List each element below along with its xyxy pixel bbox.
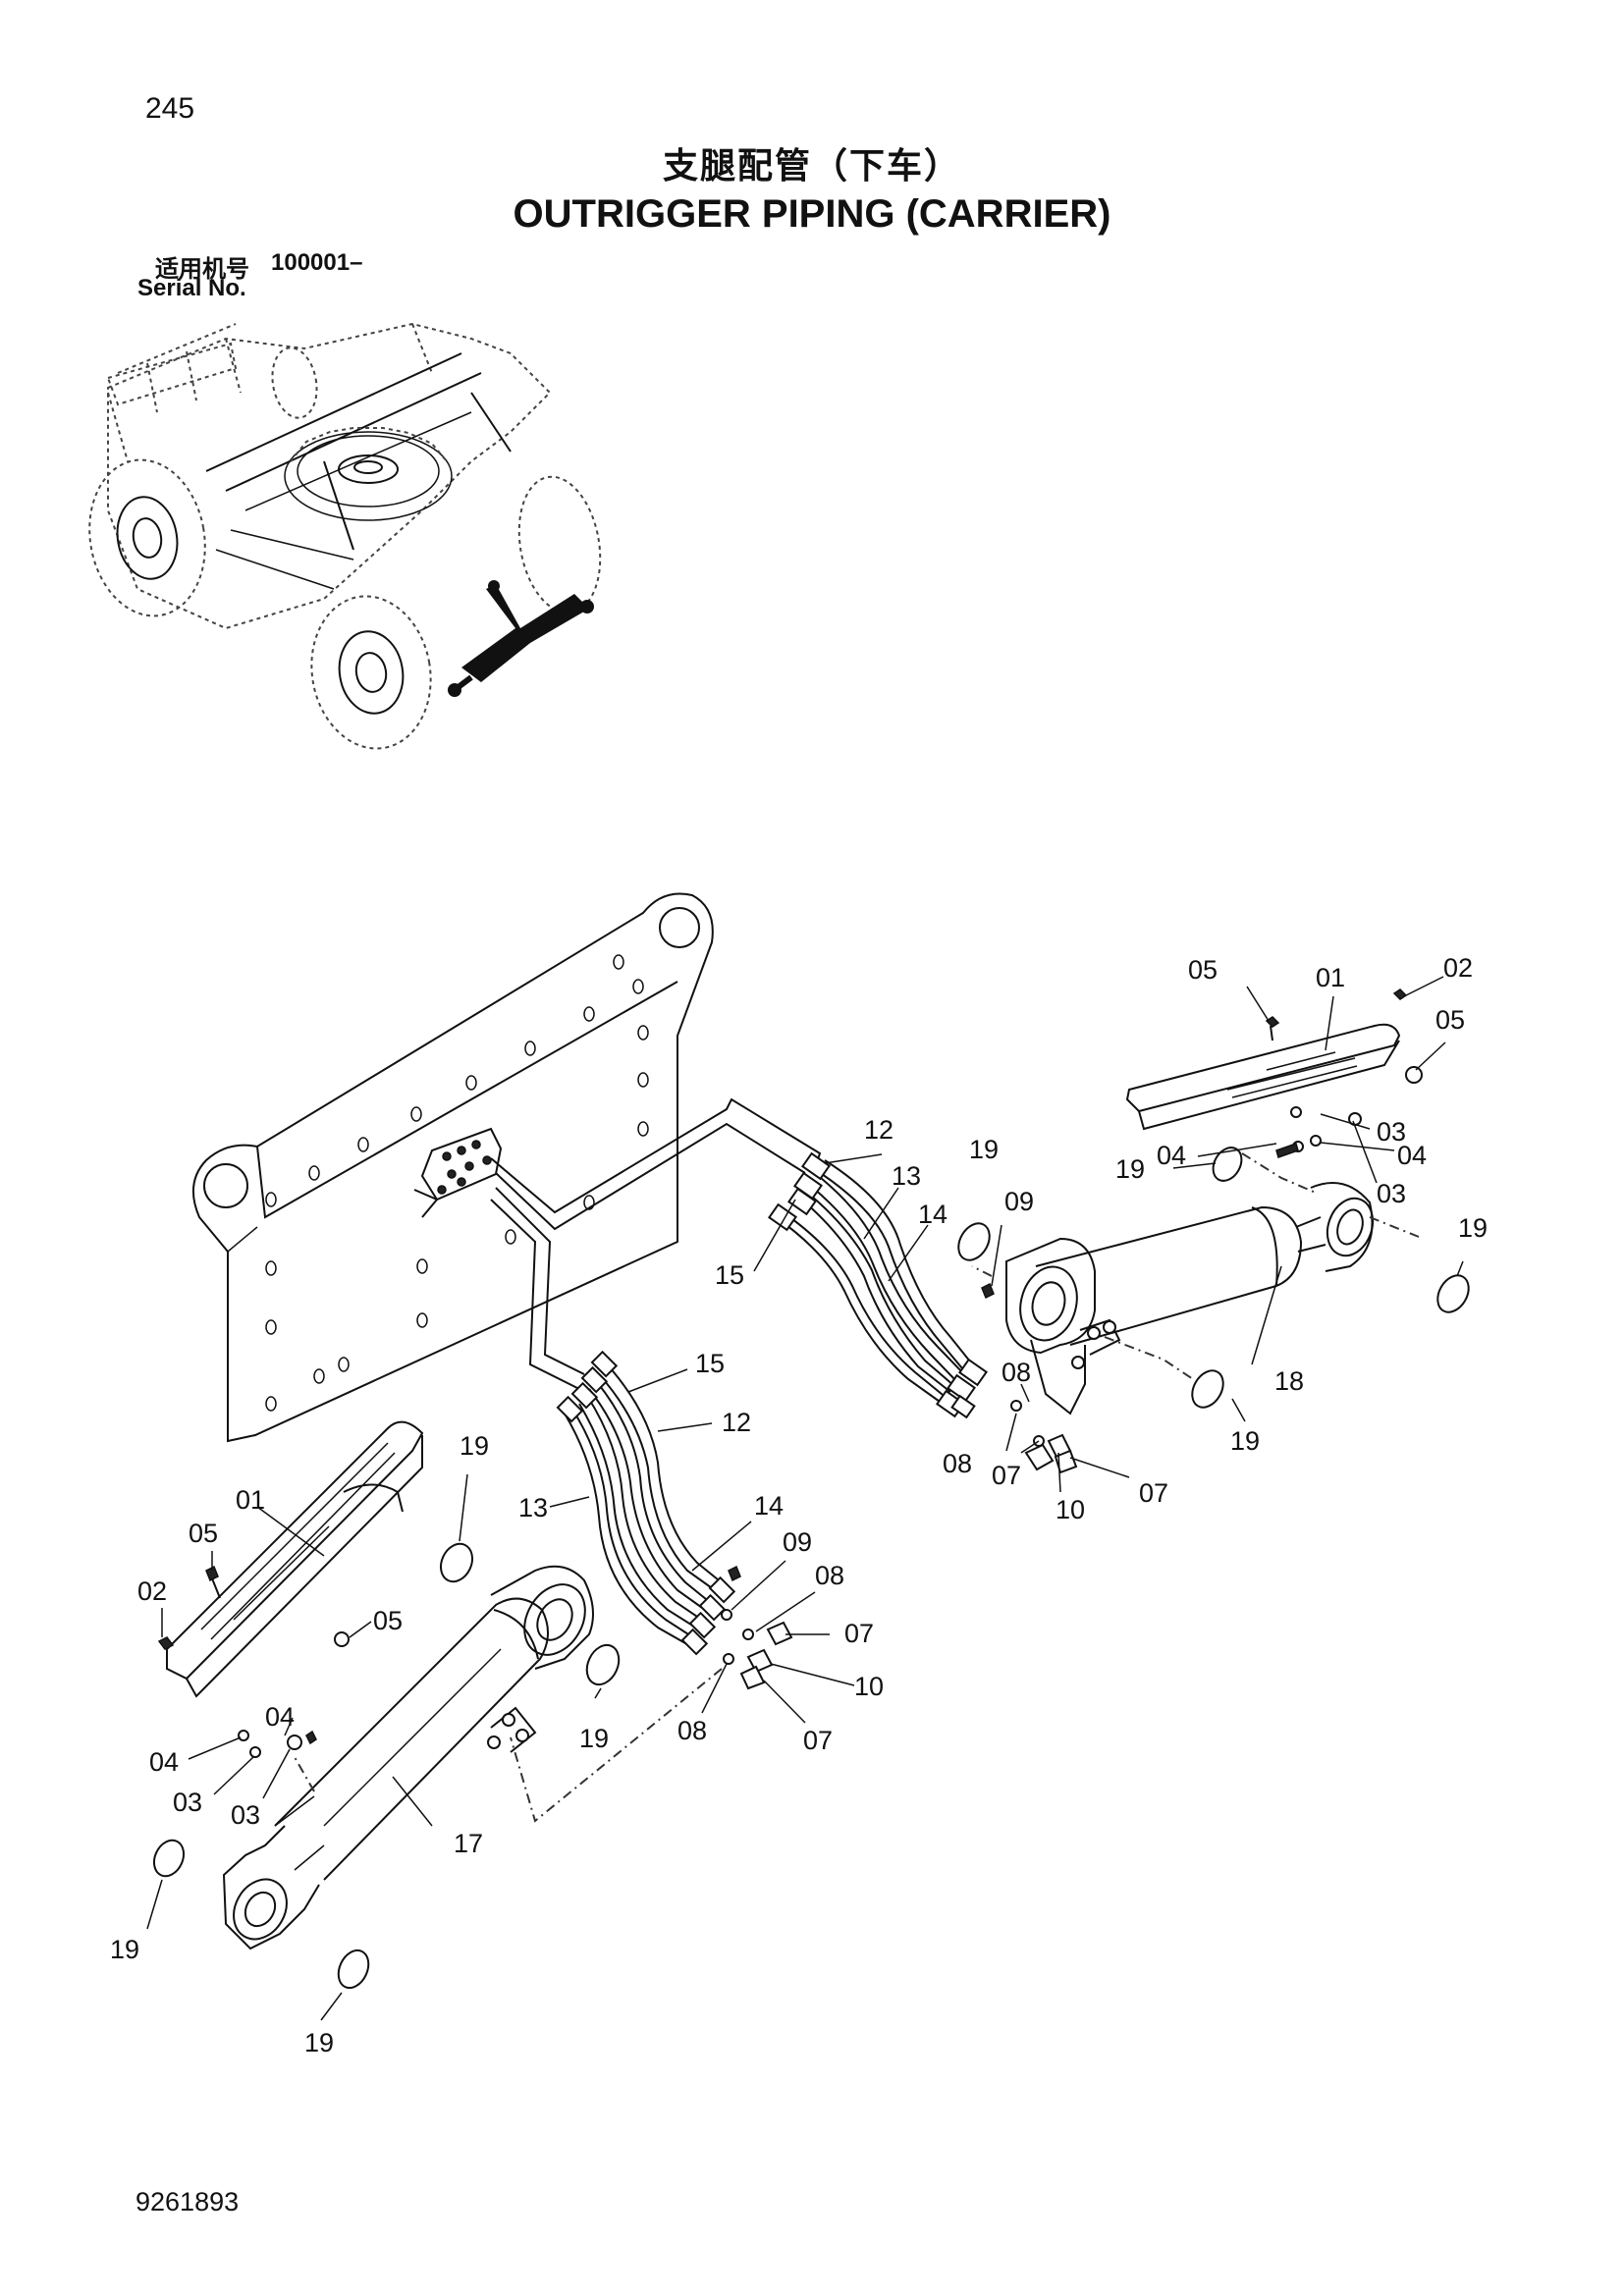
callout-17: 17 (454, 1829, 483, 1858)
callout-19: 19 (110, 1935, 139, 1964)
plate-manifold-block (413, 1127, 503, 1218)
callout-03: 03 (173, 1788, 202, 1817)
page-title-chinese: 支腿配管（下车） (662, 145, 961, 186)
callout-03: 03 (1377, 1117, 1406, 1147)
serial-label-english: Serial No. (137, 275, 246, 301)
page-number: 245 (145, 92, 195, 125)
callout-19: 19 (304, 2028, 334, 2057)
callout-15: 15 (695, 1349, 725, 1378)
wheel-right-sketch (271, 347, 602, 614)
callout-12: 12 (722, 1408, 751, 1437)
callout-15: 15 (715, 1260, 744, 1290)
callout-10: 10 (854, 1672, 884, 1701)
callout-19: 19 (460, 1431, 489, 1461)
callout-02: 02 (1443, 953, 1473, 983)
callout-19: 19 (1115, 1154, 1145, 1184)
upper-o-rings (957, 1147, 1470, 1409)
outrigger-mounting-plate (191, 892, 714, 1443)
wheel-front-left-sketch (88, 458, 206, 617)
callout-01: 01 (236, 1485, 265, 1515)
callout-04: 04 (1397, 1141, 1427, 1170)
callout-19: 19 (1458, 1213, 1488, 1243)
middle-fittings-group (721, 1565, 793, 1690)
lower-o-rings (152, 1542, 621, 1990)
callout-08: 08 (943, 1449, 972, 1478)
plate-bolt-holes (265, 954, 649, 1412)
callout-19: 19 (969, 1135, 999, 1164)
middle-hose-bundle (556, 1350, 736, 1656)
callout-19: 19 (1230, 1426, 1260, 1456)
callout-08: 08 (1001, 1358, 1031, 1387)
callout-14: 14 (918, 1200, 947, 1229)
callout-04: 04 (1157, 1141, 1186, 1170)
carrier-overview-sketch (88, 322, 602, 750)
callout-01: 01 (1316, 963, 1345, 992)
callout-05: 05 (1435, 1005, 1465, 1035)
callout-10: 10 (1056, 1495, 1085, 1524)
serial-number-value: 100001– (271, 249, 363, 276)
pipe-routing-lines (490, 1097, 822, 1390)
document-number: 9261893 (135, 2187, 240, 2216)
callout-03: 03 (231, 1800, 260, 1830)
callout-07: 07 (1139, 1478, 1168, 1508)
lower-cylinder-17 (222, 1565, 594, 1950)
callout-18: 18 (1274, 1366, 1304, 1396)
upper-fittings-group (981, 1282, 1078, 1474)
lower-hardware (157, 1565, 350, 1758)
callout-14: 14 (754, 1491, 784, 1521)
upper-cylinder-18 (971, 1152, 1420, 1415)
callout-08: 08 (815, 1561, 844, 1590)
callout-03: 03 (1377, 1179, 1406, 1208)
leader-lines (146, 976, 1464, 2021)
callout-07: 07 (803, 1726, 833, 1755)
callout-09: 09 (783, 1527, 812, 1557)
callout-04: 04 (149, 1747, 179, 1777)
callout-05: 05 (373, 1606, 403, 1635)
middle-dashdot-leader (510, 1668, 723, 1823)
callout-12: 12 (864, 1115, 893, 1145)
callout-07: 07 (992, 1461, 1021, 1490)
callout-13: 13 (518, 1493, 548, 1522)
callout-09: 09 (1004, 1187, 1034, 1216)
wheel-rear-left-sketch (310, 595, 432, 750)
callout-02: 02 (137, 1576, 167, 1606)
callout-07: 07 (844, 1619, 874, 1648)
callout-19: 19 (579, 1724, 609, 1753)
callout-05: 05 (189, 1519, 218, 1548)
serial-label-chinese: 适用机号 (155, 256, 249, 283)
upper-hose-bundle (768, 1151, 988, 1419)
callout-04: 04 (265, 1702, 295, 1732)
callout-labels: 05 01 02 05 03 04 04 19 03 19 12 13 19 0… (110, 953, 1488, 2057)
callout-13: 13 (892, 1161, 921, 1191)
callout-05: 05 (1188, 955, 1218, 985)
outrigger-piping-highlight (448, 580, 594, 697)
lower-cover-plate-01 (166, 1420, 424, 1698)
slewing-ring-sketch (284, 427, 453, 521)
page-title-english: OUTRIGGER PIPING (CARRIER) (513, 192, 1111, 236)
callout-08: 08 (677, 1716, 707, 1745)
upper-cover-plate-01 (1125, 1023, 1401, 1131)
